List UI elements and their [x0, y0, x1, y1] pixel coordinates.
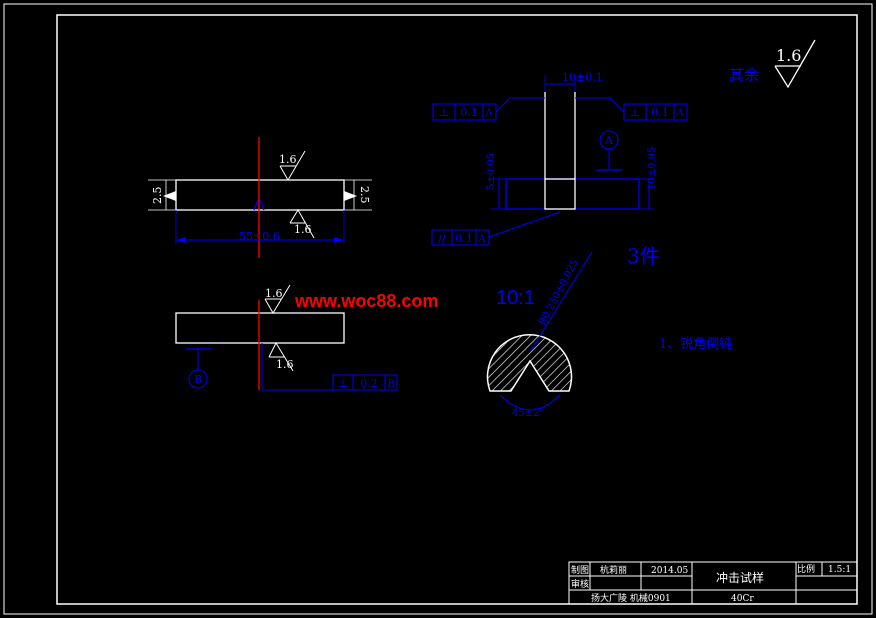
drawing-frame: [56, 14, 858, 605]
roughness-symbol: [268, 341, 294, 372]
svg-text:⊥: ⊥: [630, 106, 640, 119]
left-height-value: 2.5: [151, 187, 164, 205]
detail-scale-label: 10:1: [496, 287, 535, 309]
part-name: 冲击试样: [716, 570, 764, 585]
detail-view: R0.250±0.025 45±2°: [486, 251, 593, 419]
section-view: 10±0.1 ⊥ 0.1 A ⊥ 0.1 A A 5±0.05 10±0.05: [431, 71, 688, 246]
bottom-view: 1.6 1.6 B ⊥ 0.2 B: [175, 284, 398, 391]
roughness-symbol: [289, 209, 315, 239]
section-right-height: 10±0.05: [647, 147, 658, 190]
datum-b-circle: [188, 369, 208, 389]
sheet-border-outer: [3, 3, 873, 615]
svg-text:0.1: 0.1: [455, 232, 473, 245]
review-label: 审核: [571, 578, 589, 590]
roughness-top-value: 1.6: [265, 287, 283, 300]
material: 40Cr: [731, 594, 754, 604]
drawn-by-label: 制图: [571, 564, 589, 576]
other-surfaces-note: 其余 1.6: [729, 39, 816, 89]
section-left-height: 5±0.05: [486, 153, 497, 190]
fcf-perpendicularity-b: [332, 374, 398, 391]
roughness-bottom-value: 1.6: [276, 358, 294, 371]
svg-text:0.1: 0.1: [460, 106, 478, 119]
scale-value: 1.5:1: [828, 565, 851, 575]
svg-text://: //: [438, 232, 446, 245]
drawn-by-name: 杭莉丽: [600, 564, 627, 576]
notch-radius-value: R0.250±0.025: [537, 258, 581, 328]
bottom-view-body: [175, 312, 345, 344]
svg-text:0.2: 0.2: [360, 377, 378, 390]
watermark: www.woc88.com: [294, 291, 438, 311]
title-block: 制图 杭莉丽 2014.05 审核 冲击试样 比例 1.5:1 扬大广陵 机械0…: [568, 561, 858, 605]
notch-angle-value: 45±2°: [512, 408, 544, 419]
front-view: 1.6 1.6 2.5 2.5 55±0.6: [148, 137, 372, 258]
datum-a-label: A: [604, 134, 614, 147]
other-surfaces-label: 其余: [729, 66, 759, 84]
fcf-bottom-parallel: [431, 229, 490, 246]
svg-text:0.1: 0.1: [651, 106, 669, 119]
school-class: 扬大广陵 机械0901: [591, 592, 671, 604]
svg-text:A: A: [675, 108, 684, 119]
roughness-symbol: [264, 284, 291, 314]
roughness-top-value: 1.6: [279, 153, 297, 166]
roughness-symbol: [279, 150, 306, 181]
svg-text:⊥: ⊥: [439, 106, 449, 119]
right-height-value: 2.5: [358, 186, 371, 204]
datum-b-label: B: [194, 373, 202, 386]
svg-text:A: A: [484, 108, 493, 119]
front-view-body: [175, 179, 345, 211]
section-square: [544, 178, 576, 210]
notch-detail-shape: [486, 333, 573, 392]
scale-label: 比例: [797, 563, 815, 575]
roughness-bottom-value: 1.6: [294, 223, 312, 236]
other-surfaces-roughness-value: 1.6: [776, 46, 801, 65]
quantity-note: 3件: [627, 244, 660, 268]
section-width-value: 10±0.1: [562, 71, 603, 84]
svg-text:B: B: [387, 379, 394, 390]
drawing-date: 2014.05: [651, 566, 688, 576]
roughness-symbol: [774, 39, 816, 89]
svg-text:A: A: [477, 234, 486, 245]
length-value: 55±0.6: [239, 230, 280, 243]
technical-requirement: 1、锐角倒钝: [659, 337, 732, 352]
svg-text:⊥: ⊥: [338, 377, 348, 390]
